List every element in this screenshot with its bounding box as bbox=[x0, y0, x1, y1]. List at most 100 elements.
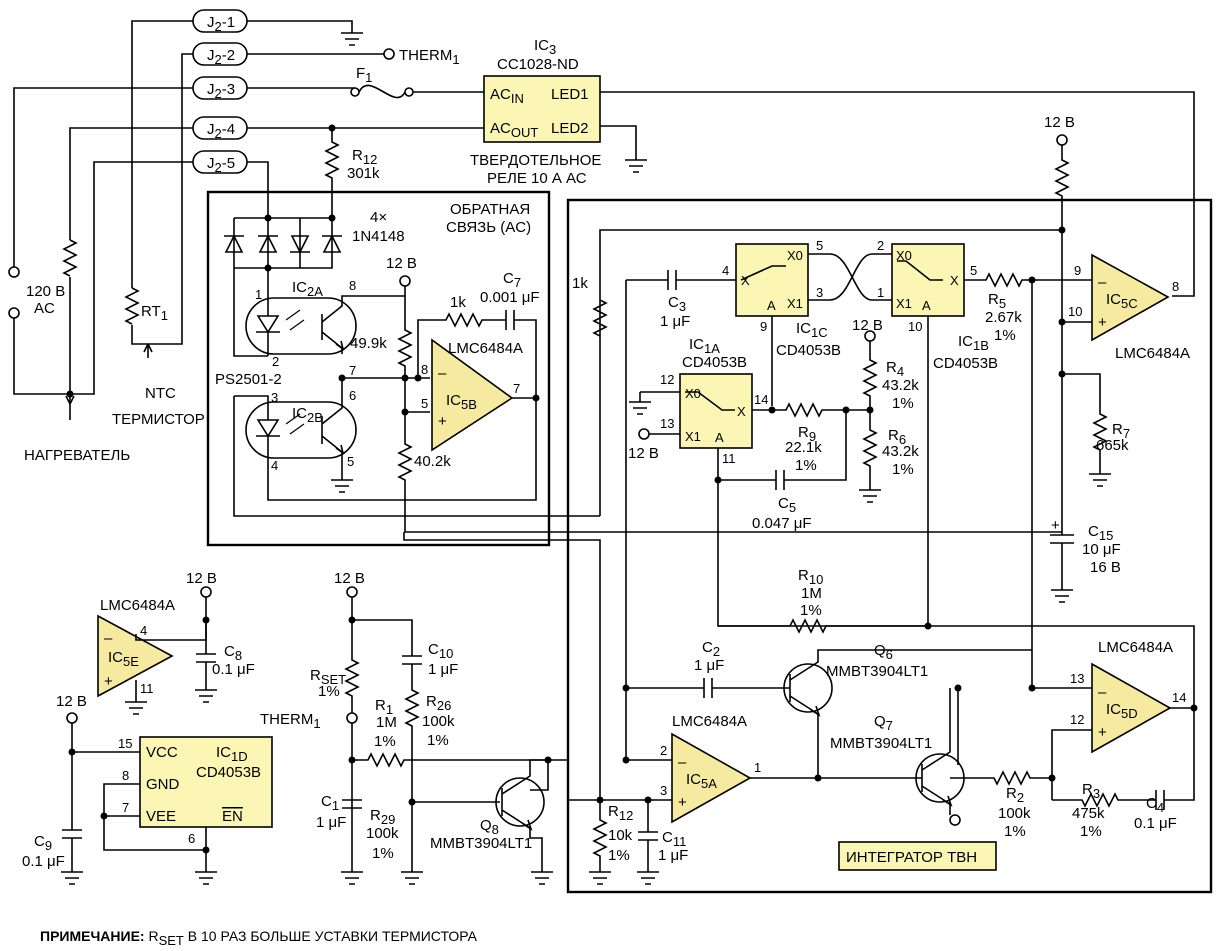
cd4053-c-b bbox=[625, 243, 1032, 688]
ic2a-label: IC2A bbox=[292, 279, 323, 299]
rset-tol: 1% bbox=[318, 683, 340, 700]
svg-text:8: 8 bbox=[122, 768, 129, 783]
c10-value: 1 μF bbox=[428, 661, 458, 678]
r12-bot-label: R12 bbox=[608, 803, 633, 823]
svg-text:12: 12 bbox=[660, 372, 674, 387]
ic5e-plus: + bbox=[104, 673, 113, 690]
feedback-box bbox=[206, 190, 551, 547]
ic5b-section bbox=[338, 275, 1062, 533]
ic3-part: CC1028-ND bbox=[497, 56, 579, 73]
r4-value: 43.2k bbox=[882, 377, 919, 394]
c3-label: C3 bbox=[668, 294, 686, 314]
j2-4-label: J2-4 bbox=[207, 121, 235, 141]
c5-value: 0.047 μF bbox=[752, 515, 812, 532]
ic5b-minus: – bbox=[438, 365, 447, 382]
c9-label: C9 bbox=[34, 833, 52, 853]
svg-text:X: X bbox=[737, 404, 746, 419]
ic3-label: IC3 bbox=[534, 37, 556, 57]
ic1d-section bbox=[61, 712, 273, 885]
j2-1-label: J2-1 bbox=[207, 14, 235, 34]
svg-text:5: 5 bbox=[970, 263, 977, 278]
svg-text:X1: X1 bbox=[896, 296, 912, 311]
r10-tol: 1% bbox=[800, 602, 822, 619]
mains-label-ac: AC bbox=[34, 300, 55, 317]
r12-top-value: 301k bbox=[347, 165, 380, 182]
r29-label: R29 bbox=[370, 807, 395, 827]
r6-value: 43.2k bbox=[882, 443, 919, 460]
r12-bot-tol: 1% bbox=[608, 847, 630, 864]
rset-label: RSET bbox=[310, 667, 346, 687]
r10-label: R10 bbox=[798, 567, 823, 587]
integrator-label-box bbox=[838, 841, 997, 871]
svg-text:2: 2 bbox=[660, 743, 667, 758]
svg-text:X0: X0 bbox=[787, 248, 803, 263]
ic5e-minus: – bbox=[104, 630, 113, 647]
ic5e-section bbox=[97, 586, 217, 715]
svg-text:14: 14 bbox=[1172, 690, 1186, 705]
ic5e-label: IC5E bbox=[108, 649, 139, 669]
svg-text:10: 10 bbox=[1068, 304, 1082, 319]
svg-text:15: 15 bbox=[118, 736, 132, 751]
ic5d-label: IC5D bbox=[1106, 701, 1138, 721]
r1-tol: 1% bbox=[374, 733, 396, 750]
cd4053-a bbox=[629, 330, 928, 627]
feedback-title-2: СВЯЗЬ (AC) bbox=[446, 219, 531, 236]
r3-label: R3 bbox=[1082, 781, 1100, 801]
ic5b-label: IC5B bbox=[446, 392, 477, 412]
j2-5-label: J2-5 bbox=[207, 155, 235, 175]
svg-text:4: 4 bbox=[722, 263, 729, 278]
svg-text:1: 1 bbox=[255, 287, 262, 302]
r12-top bbox=[324, 128, 340, 218]
gnd-pin: GND bbox=[146, 776, 180, 793]
r9-value: 22.1k bbox=[785, 439, 822, 456]
vee-pin: VEE bbox=[146, 808, 176, 825]
ssr-caption-2: РЕЛЕ 10 А АС bbox=[487, 170, 587, 187]
svg-text:5: 5 bbox=[347, 454, 354, 469]
r10-value: 1M bbox=[801, 585, 822, 602]
svg-text:3: 3 bbox=[660, 783, 667, 798]
q6-part: MMBT3904LT1 bbox=[826, 663, 928, 680]
connector-j2: J2-1 J2-2 J2-3 J2-4 J2-5 bbox=[192, 9, 248, 175]
r2-value: 100k bbox=[998, 805, 1031, 822]
r3-value: 475k bbox=[1072, 805, 1105, 822]
svg-text:7: 7 bbox=[513, 381, 520, 396]
q8-part: MMBT3904LT1 bbox=[430, 835, 532, 852]
j2-3-label: J2-3 bbox=[207, 81, 235, 101]
integrator-label: ИНТЕГРАТОР ТВН bbox=[846, 849, 977, 866]
svg-text:9: 9 bbox=[1074, 263, 1081, 278]
q6-section bbox=[622, 280, 1092, 780]
r2-tol: 1% bbox=[1004, 823, 1026, 840]
svg-text:4: 4 bbox=[271, 458, 278, 473]
ic1a-part: CD4053B bbox=[682, 354, 747, 371]
r10 bbox=[718, 618, 1195, 708]
c15-value: 10 μF bbox=[1082, 541, 1121, 558]
led1-pin: LED1 bbox=[551, 86, 589, 103]
ic5a-label: IC5A bbox=[686, 771, 717, 791]
j2-2-label: J2-2 bbox=[207, 47, 235, 67]
c11-value: 1 μF bbox=[658, 847, 688, 864]
svg-text:8: 8 bbox=[421, 362, 428, 377]
r1k-left-value: 1k bbox=[572, 275, 588, 292]
r7-label: R7 bbox=[1112, 421, 1130, 441]
supply-label-top: 12 В bbox=[1044, 114, 1075, 131]
r6-label: R6 bbox=[888, 427, 906, 447]
ic5d-section bbox=[978, 662, 1198, 810]
j2-ground-therm bbox=[247, 20, 395, 60]
r26-label: R26 bbox=[426, 693, 451, 713]
c8-value: 0.1 μF bbox=[212, 661, 255, 678]
svg-text:1: 1 bbox=[877, 285, 884, 300]
c15-label: C15 bbox=[1088, 523, 1113, 543]
ic5b-part: LMC6484A bbox=[448, 340, 523, 357]
svg-text:10: 10 bbox=[908, 319, 922, 334]
q6-label: Q6 bbox=[874, 642, 893, 662]
ic5c-part: LMC6484A bbox=[1115, 345, 1190, 362]
ic5c-plus: + bbox=[1098, 314, 1107, 331]
led2-pin: LED2 bbox=[551, 120, 589, 137]
svg-text:X: X bbox=[741, 273, 750, 288]
ic5d-part: LMC6484A bbox=[1098, 639, 1173, 656]
svg-text:3: 3 bbox=[271, 390, 278, 405]
svg-text:11: 11 bbox=[140, 681, 154, 696]
fuse-f1 bbox=[247, 84, 484, 99]
svg-text:3: 3 bbox=[816, 285, 823, 300]
